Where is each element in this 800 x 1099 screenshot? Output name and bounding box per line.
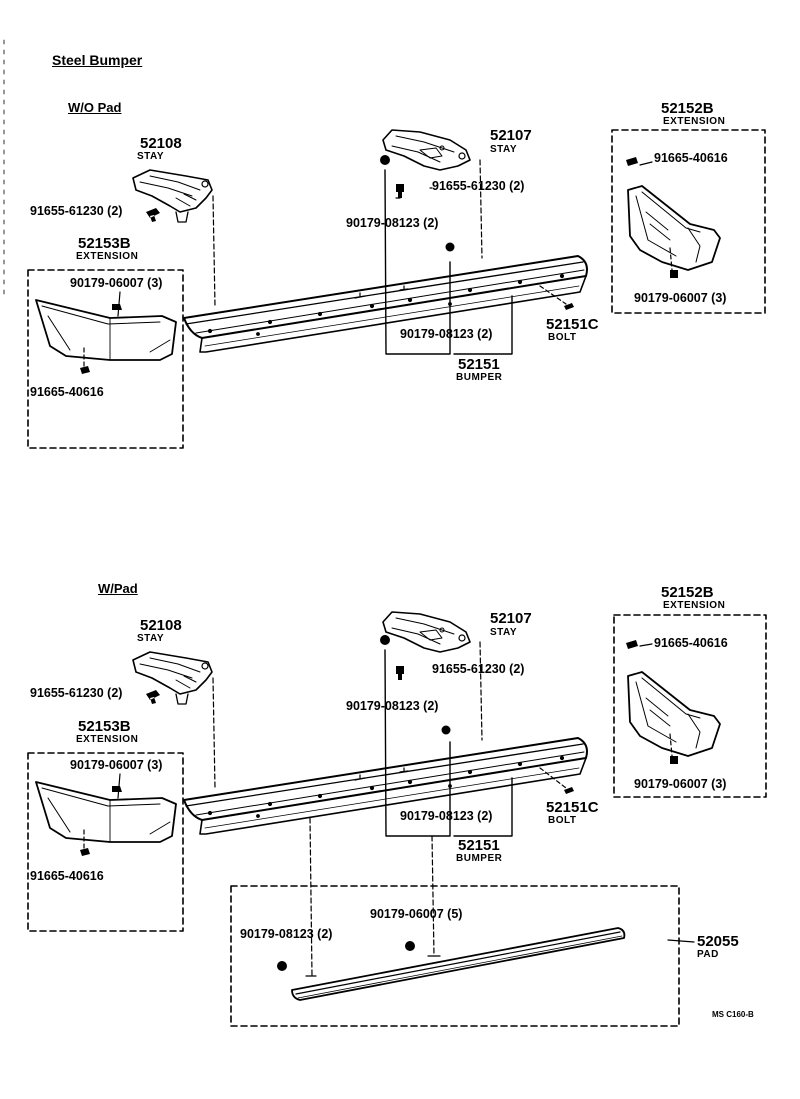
extension-right-box: [611, 129, 766, 314]
section-heading-without-pad: W/O Pad: [68, 100, 122, 115]
clip-right-part-2: 91665-40616: [654, 636, 728, 650]
bumper-name-2: BUMPER: [456, 853, 503, 864]
pad-name: PAD: [697, 949, 719, 960]
page-title: Steel Bumper: [52, 52, 143, 68]
extension-right-box-2: [613, 614, 767, 798]
bolt-left-part: 91655-61230 (2): [30, 204, 123, 218]
bolt-bumper-part-2: 90179-08123 (2): [400, 809, 493, 823]
stay-right-2: [382, 611, 471, 653]
nut-extension-left-part-2: 90179-06007 (3): [70, 758, 163, 772]
extension-right-part-2: [627, 671, 721, 757]
extension-left-number: 52153B: [78, 235, 131, 252]
stay-left-number: 52108: [140, 135, 182, 152]
extension-left-name-2: EXTENSION: [76, 734, 139, 745]
extension-right-part: [627, 185, 721, 271]
bolt-number: 52151C: [546, 316, 599, 333]
extension-right-number: 52152B: [661, 100, 714, 117]
pad-nut-part: 90179-06007 (5): [370, 907, 463, 921]
bolt-stay-part-2: 90179-08123 (2): [346, 699, 439, 713]
bolt-left-part-2: 91655-61230 (2): [30, 686, 123, 700]
bumper-number: 52151: [458, 356, 500, 373]
extension-left-box-2: [27, 752, 184, 932]
nut-extension-right-part-2: 90179-06007 (3): [634, 777, 727, 791]
pad-box: [230, 885, 680, 1027]
stay-right-number-2: 52107: [490, 610, 532, 627]
extension-left-part: [35, 299, 177, 361]
bolt-name: BOLT: [548, 332, 577, 343]
stay-left-number-2: 52108: [140, 617, 182, 634]
stay-left-2: [132, 651, 213, 705]
stay-right: [382, 129, 471, 171]
stay-left-name: STAY: [137, 151, 165, 162]
extension-left-name: EXTENSION: [76, 251, 139, 262]
section-without-pad: [27, 129, 766, 449]
pad-bolt-part: 90179-08123 (2): [240, 927, 333, 941]
extension-left-part-2: [35, 781, 177, 843]
section-heading-with-pad: W/Pad: [98, 581, 138, 596]
bolt-bumper-part: 90179-08123 (2): [400, 327, 493, 341]
bolt-right-part: 91655-61230 (2): [432, 179, 525, 193]
bolt-number-2: 52151C: [546, 799, 599, 816]
extension-right-name: EXTENSION: [663, 116, 726, 127]
stay-right-name-2: STAY: [490, 627, 518, 638]
extension-left-number-2: 52153B: [78, 718, 131, 735]
nut-extension-left-part: 90179-06007 (3): [70, 276, 163, 290]
bolt-stay-part: 90179-08123 (2): [346, 216, 439, 230]
stay-right-number: 52107: [490, 127, 532, 144]
clip-left-part-2: 91665-40616: [30, 869, 104, 883]
clip-left-part: 91665-40616: [30, 385, 104, 399]
stay-left: [132, 169, 213, 223]
bolt-name-2: BOLT: [548, 815, 577, 826]
bolt-right-part-2: 91655-61230 (2): [432, 662, 525, 676]
section-with-pad: [27, 611, 767, 1027]
stay-right-name: STAY: [490, 144, 518, 155]
bumper-number-2: 52151: [458, 837, 500, 854]
stay-left-name-2: STAY: [137, 633, 165, 644]
extension-right-name-2: EXTENSION: [663, 600, 726, 611]
pad-number: 52055: [697, 933, 739, 950]
diagram-code: MS C160-B: [712, 1010, 754, 1019]
clip-right-part: 91665-40616: [654, 151, 728, 165]
pad-strip: [291, 927, 626, 1001]
extension-right-number-2: 52152B: [661, 584, 714, 601]
bumper-name: BUMPER: [456, 372, 503, 383]
extension-left-box: [27, 269, 184, 449]
nut-extension-right-part: 90179-06007 (3): [634, 291, 727, 305]
